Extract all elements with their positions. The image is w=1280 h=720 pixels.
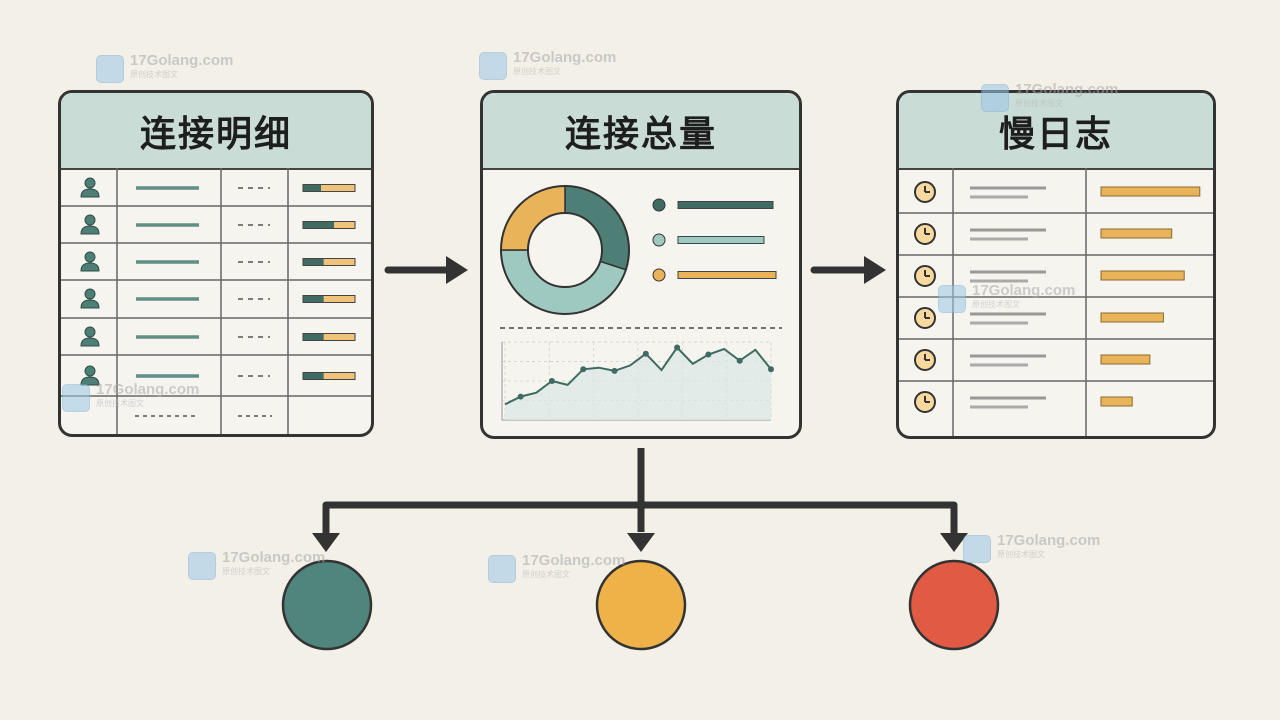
- watermark-logo-icon: [479, 52, 507, 80]
- panel-title: 连接总量: [564, 113, 717, 155]
- watermark-logo-icon: [96, 55, 124, 83]
- watermark: 17Golang.com 原创技术图文: [188, 550, 325, 580]
- trend-point: [736, 357, 743, 364]
- donut-legend: [652, 198, 777, 282]
- trend-point: [674, 344, 681, 351]
- panel-header: 连接明细: [61, 93, 371, 170]
- watermark-logo-icon: [488, 555, 516, 583]
- watermark-tagline: 原创技术图文: [522, 570, 570, 579]
- clock-icon: [914, 223, 936, 245]
- watermark: 17Golang.com 原创技术图文: [96, 53, 233, 83]
- panel-header: 连接总量: [483, 93, 799, 170]
- arrow-head-icon: [940, 533, 968, 552]
- trend-point: [768, 366, 774, 373]
- watermark: 17Golang.com 原创技术图文: [479, 50, 616, 80]
- watermark-tagline: 原创技术图文: [222, 567, 270, 576]
- row-progress-bar: [302, 258, 356, 266]
- watermark: 17Golang.com 原创技术图文: [488, 553, 625, 583]
- arrow-head-icon: [627, 533, 655, 552]
- legend-bar: [677, 271, 777, 279]
- watermark-domain: 17Golang.com: [997, 532, 1101, 549]
- slow-duration-bar: [1100, 396, 1133, 407]
- slow-duration-bar: [1100, 228, 1173, 239]
- watermark-tagline: 原创技术图文: [1015, 99, 1063, 108]
- legend-bar: [677, 236, 765, 244]
- details-table: [61, 168, 371, 434]
- donut-outer-ring: [500, 185, 630, 315]
- trend-point: [642, 350, 649, 357]
- trend-point: [580, 366, 587, 373]
- trend-point: [548, 378, 555, 384]
- clock-icon: [914, 391, 936, 413]
- output-circle: [908, 559, 1000, 651]
- trend-chart: [504, 344, 774, 420]
- watermark-tagline: 原创技术图文: [972, 300, 1020, 309]
- trend-point: [705, 351, 712, 358]
- clock-icon: [914, 181, 936, 203]
- slow-duration-bar: [1100, 186, 1201, 197]
- flow-arrows: [312, 256, 968, 552]
- slow-duration-bar: [1100, 312, 1164, 323]
- row-progress-bar: [302, 333, 356, 341]
- watermark-domain: 17Golang.com: [222, 549, 326, 566]
- row-progress-bar: [302, 372, 356, 380]
- watermark-logo-icon: [981, 84, 1009, 112]
- legend-dot: [652, 198, 666, 212]
- watermark-domain: 17Golang.com: [972, 282, 1076, 299]
- user-icon: [80, 251, 100, 272]
- watermark-logo-icon: [963, 535, 991, 563]
- row-progress-bar: [302, 295, 356, 303]
- trend-area: [505, 347, 771, 420]
- legend-bar: [677, 201, 774, 209]
- watermark-domain: 17Golang.com: [130, 52, 234, 69]
- panel-title: 慢日志: [998, 113, 1113, 155]
- panel-title: 连接明细: [139, 113, 292, 155]
- arrow-head-icon: [312, 533, 340, 552]
- watermark-logo-icon: [188, 552, 216, 580]
- watermark-domain: 17Golang.com: [522, 552, 626, 569]
- panel-header: 慢日志: [899, 93, 1213, 170]
- watermark-tagline: 原创技术图文: [96, 399, 144, 408]
- output-circles: [281, 559, 1000, 651]
- trend-point: [517, 393, 524, 400]
- user-icon: [80, 214, 100, 235]
- watermark-domain: 17Golang.com: [513, 49, 617, 66]
- user-icon: [80, 326, 100, 347]
- user-icon: [80, 288, 100, 309]
- trend-point: [611, 367, 618, 374]
- watermark: 17Golang.com 原创技术图文: [963, 533, 1100, 563]
- user-icon: [80, 177, 100, 198]
- watermark: 17Golang.com 原创技术图文: [62, 382, 199, 412]
- watermark-tagline: 原创技术图文: [513, 67, 561, 76]
- slow-duration-bar: [1100, 354, 1151, 365]
- arrow-head-icon: [446, 256, 468, 284]
- clock-icon: [914, 349, 936, 371]
- legend-dot: [652, 233, 666, 247]
- arrow-head-icon: [864, 256, 886, 284]
- output-circle: [595, 559, 687, 651]
- watermark: 17Golang.com 原创技术图文: [938, 283, 1075, 313]
- watermark-tagline: 原创技术图文: [997, 550, 1045, 559]
- row-progress-bar: [302, 184, 356, 192]
- slow-duration-bar: [1100, 270, 1185, 281]
- row-progress-bar: [302, 221, 356, 229]
- clock-icon: [914, 307, 936, 329]
- watermark: 17Golang.com 原创技术图文: [981, 82, 1118, 112]
- slow-table: [899, 168, 1213, 436]
- watermark-logo-icon: [938, 285, 966, 313]
- trend-line: [504, 345, 772, 406]
- watermark-domain: 17Golang.com: [96, 381, 200, 398]
- watermark-tagline: 原创技术图文: [130, 70, 178, 79]
- donut-hole: [527, 212, 603, 288]
- user-icon: [80, 365, 100, 386]
- clock-icon: [914, 265, 936, 287]
- legend-dot: [652, 268, 666, 282]
- watermark-logo-icon: [62, 384, 90, 412]
- output-circle: [281, 559, 373, 651]
- watermark-domain: 17Golang.com: [1015, 81, 1119, 98]
